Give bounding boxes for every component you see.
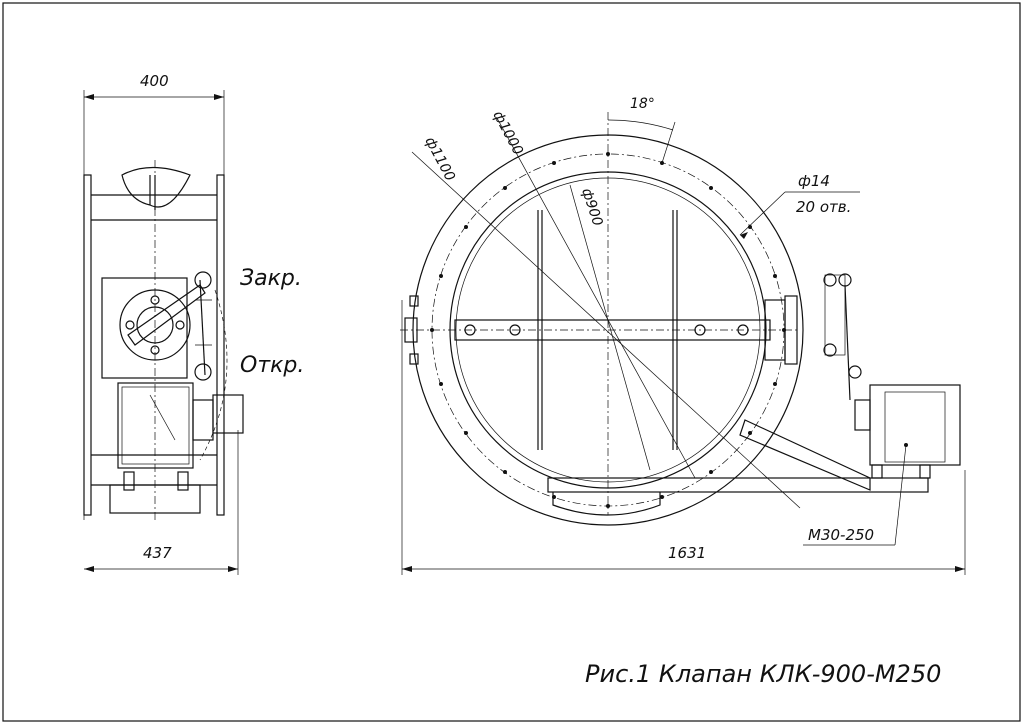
dim-holes-count: 20 отв. <box>796 198 851 216</box>
figure-caption: Рис.1 Клапан КЛК-900-М250 <box>585 660 941 688</box>
dim-d900: ф900 <box>578 186 605 228</box>
front-view: ф1100 ф1000 ф900 18° ф14 20 отв. 1631 М3… <box>400 96 966 575</box>
dim-d1000: ф1000 <box>489 108 526 158</box>
label-actuator: М30-250 <box>808 526 874 544</box>
dim-angle-18: 18° <box>630 96 655 112</box>
label-open: Откр. <box>240 353 304 378</box>
side-view: 400 Закр. Откр. <box>83 72 304 575</box>
dim-top-400: 400 <box>140 72 169 90</box>
dim-width-1631: 1631 <box>668 544 706 562</box>
dim-d1100: ф1100 <box>421 134 458 184</box>
dim-bottom-437: 437 <box>143 544 172 562</box>
dim-hole-d14: ф14 <box>798 172 830 190</box>
label-closed: Закр. <box>240 266 302 291</box>
